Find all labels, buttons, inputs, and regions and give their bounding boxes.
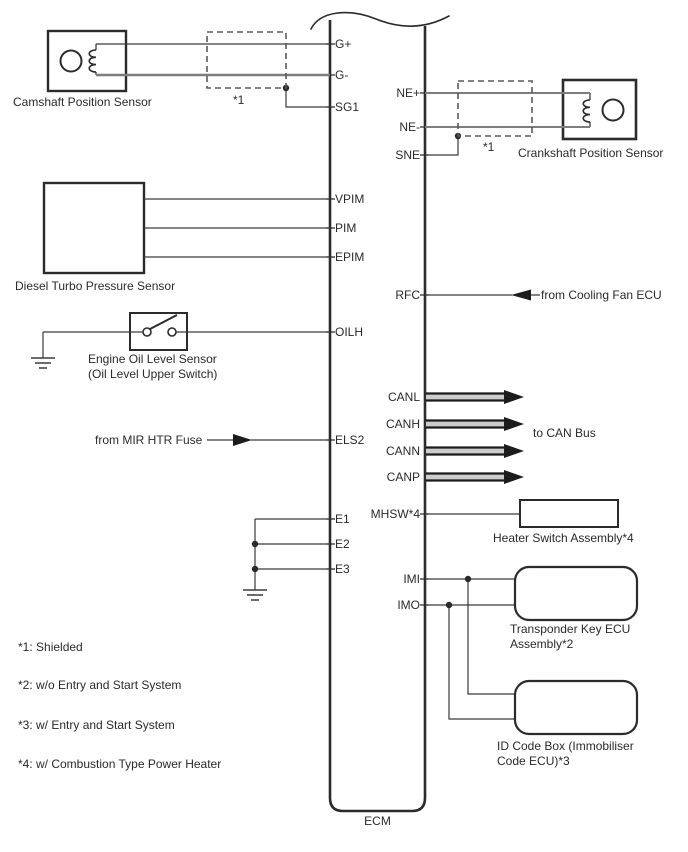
diesel-turbo-sensor-label: Diesel Turbo Pressure Sensor [15,279,176,293]
pin-vpim: VPIM [335,192,365,206]
can-arrow-canl [426,390,524,404]
id-code-box-label-line2: Code ECU)*3 [497,754,570,768]
can-bus-arrows [426,390,524,484]
ecm-ground-wires [243,518,330,601]
cooling-fan-arrow [425,289,540,301]
heater-switch-symbol [425,499,619,528]
crankshaft-sensor-symbol [561,78,638,141]
pin-ne-plus: NE+ [396,86,420,100]
pin-ticks [326,43,429,606]
pin-g-plus: G+ [335,37,352,51]
can-arrow-canh [426,417,524,431]
pin-epim: EPIM [335,250,365,264]
immobiliser-symbols [425,565,639,736]
crankshaft-wires [425,80,590,156]
ecm-body [310,11,450,813]
oil-level-wires [31,331,330,369]
pin-canl: CANL [387,390,420,404]
pin-els2: ELS2 [335,433,365,447]
footnote-3: *3: w/ Entry and Start System [18,718,175,732]
pin-cann: CANN [385,444,420,458]
diesel-turbo-sensor-symbol [42,181,146,275]
from-mir-htr-fuse-label: from MIR HTR Fuse [95,433,203,447]
oil-level-sensor-label-line2: (Oil Level Upper Switch) [88,367,218,381]
pin-mhsw: MHSW*4 [370,507,420,521]
heater-switch-label: Heater Switch Assembly*4 [493,531,634,545]
from-cooling-fan-ecu-label: from Cooling Fan ECU [541,288,662,302]
ecm-label: ECM [364,814,391,828]
oil-level-sensor-label-line1: Engine Oil Level Sensor [88,352,217,366]
camshaft-wires [96,31,330,108]
footnote-4: *4: w/ Combustion Type Power Heater [18,757,222,771]
camshaft-sensor-label: Camshaft Position Sensor [13,95,152,109]
footnote-2: *2: w/o Entry and Start System [18,678,182,692]
pin-g-minus: G- [335,68,349,82]
can-arrow-cann [426,444,524,458]
camshaft-sensor-symbol [46,29,128,93]
diesel-turbo-wires [144,198,330,258]
can-arrow-canp [426,470,524,484]
pin-canp: CANP [386,470,420,484]
pin-imi: IMI [403,572,420,586]
pin-e1: E1 [335,512,350,526]
footnote-1: *1: Shielded [18,640,83,654]
pin-e3: E3 [335,562,350,576]
shield-note-right: *1 [483,140,495,154]
shield-note-left: *1 [233,93,245,107]
pin-rfc: RFC [395,288,420,302]
pin-oilh: OILH [335,325,364,339]
pin-canh: CANH [385,417,420,431]
pin-pim: PIM [335,221,357,235]
transponder-label-line2: Assembly*2 [510,637,574,651]
pin-e2: E2 [335,537,350,551]
crankshaft-sensor-label: Crankshaft Position Sensor [518,146,664,160]
pin-sne: SNE [395,148,420,162]
pin-sg1: SG1 [335,100,360,114]
to-can-bus-label: to CAN Bus [533,426,596,440]
mir-htr-fuse-arrow [207,434,330,446]
id-code-box-label-line1: ID Code Box (Immobiliser [497,739,634,753]
transponder-label-line1: Transponder Key ECU [510,622,631,636]
pin-imo: IMO [397,598,420,612]
pin-ne-minus: NE- [399,120,420,134]
